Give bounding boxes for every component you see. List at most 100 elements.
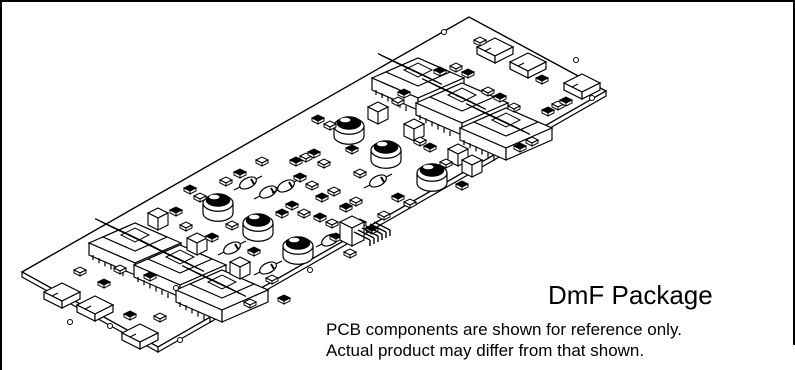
mounting-pad-icon <box>441 29 447 35</box>
smd-chip-icon <box>438 158 454 169</box>
smd-chip-icon <box>292 172 308 183</box>
mounting-pad-icon <box>573 57 579 63</box>
pcb-components <box>42 29 602 350</box>
smd-chip-icon <box>540 106 556 117</box>
smd-chip-icon <box>168 206 184 217</box>
smd-chip-icon <box>304 180 320 191</box>
smd-chip-icon <box>224 220 240 231</box>
block-capacitor-icon <box>146 207 170 231</box>
connector-icon <box>508 52 548 79</box>
smd-chip-icon <box>344 144 360 155</box>
smd-chip-icon <box>324 218 340 229</box>
smd-chip-icon <box>254 156 270 167</box>
smd-chip-icon <box>524 136 540 147</box>
smd-chip-icon <box>492 92 508 103</box>
pin-header-icon <box>338 215 391 247</box>
capacitor-icon <box>333 116 365 145</box>
smd-chip-icon <box>460 68 476 79</box>
mounting-pad-icon <box>589 95 595 101</box>
reference-note-line-2: Actual product may differ from that show… <box>326 341 645 360</box>
smd-chip-icon <box>448 62 464 73</box>
smd-chip-icon <box>412 136 428 147</box>
smd-chip-icon <box>284 200 300 211</box>
smd-chip-icon <box>204 232 220 243</box>
smd-chip-icon <box>312 212 328 223</box>
smd-chip-icon <box>326 186 342 197</box>
smd-chip-icon <box>288 156 304 167</box>
frame-top-edge <box>0 0 795 2</box>
smd-chip-icon <box>454 180 470 191</box>
capacitor-icon <box>416 163 448 192</box>
smd-chip-icon <box>152 312 168 323</box>
smd-chip-icon <box>534 74 550 85</box>
axial-component-icon <box>217 240 247 256</box>
smd-chip-icon <box>338 202 354 213</box>
capacitor-icon <box>282 236 314 265</box>
smd-chip-icon <box>96 278 112 289</box>
smd-chip-icon <box>310 114 326 125</box>
smd-chip-icon <box>232 168 248 179</box>
smd-chip-icon <box>274 208 290 219</box>
capacitor-icon <box>202 193 234 222</box>
frame-left-edge <box>0 0 2 370</box>
smd-chip-icon <box>472 36 488 47</box>
mounting-pad-icon <box>107 323 113 329</box>
block-capacitor-icon <box>228 256 252 280</box>
smd-chip-icon <box>314 192 330 203</box>
smd-chip-icon <box>322 120 338 131</box>
smd-chip-icon <box>316 158 332 169</box>
smd-chip-icon <box>402 198 418 209</box>
connector-icon <box>562 73 602 100</box>
mounting-pad-icon <box>177 337 183 343</box>
mounting-pad-icon <box>307 267 313 273</box>
smd-chip-icon <box>480 86 496 97</box>
smd-chip-icon <box>276 294 292 305</box>
smd-chip-icon <box>352 168 368 179</box>
smd-chip-icon <box>342 248 358 259</box>
smd-chip-icon <box>306 148 322 159</box>
smd-chip-icon <box>242 298 258 309</box>
axial-component-icon <box>233 175 263 191</box>
axial-component-icon <box>363 173 393 189</box>
smd-chip-icon <box>142 271 158 282</box>
package-title: DmF Package <box>548 280 713 310</box>
axial-component-icon <box>271 178 301 194</box>
smd-chip-icon <box>296 208 312 219</box>
connector-icon <box>42 282 82 309</box>
mounting-pad-icon <box>67 319 73 325</box>
connector-icon <box>120 323 160 350</box>
axial-component-icon <box>253 184 283 200</box>
block-capacitor-icon <box>185 232 209 256</box>
block-capacitor-icon <box>460 154 484 178</box>
mounting-pad-icon <box>173 285 179 291</box>
connector-icon <box>75 295 115 322</box>
smd-chip-icon <box>512 142 528 153</box>
smd-chip-icon <box>264 274 280 285</box>
smd-chip-icon <box>122 310 138 321</box>
smd-chip-icon <box>390 192 406 203</box>
capacitor-icon <box>370 140 402 169</box>
transformer-icon <box>414 78 510 136</box>
connector-icon <box>475 37 515 64</box>
frame-right-edge <box>793 0 795 345</box>
reference-note-line-1: PCB components are shown for reference o… <box>326 320 682 339</box>
smd-chip-icon <box>348 196 364 207</box>
transformer-icon <box>174 265 270 323</box>
smd-chip-icon <box>72 266 88 277</box>
smd-chip-icon <box>396 88 412 99</box>
smd-chip-icon <box>558 96 574 107</box>
smd-chip-icon <box>178 221 194 232</box>
smd-chip-icon <box>422 142 438 153</box>
smd-chip-icon <box>112 264 128 275</box>
block-capacitor-icon <box>402 118 426 142</box>
smd-chip-icon <box>390 96 406 107</box>
smd-chip-icon <box>192 192 208 203</box>
capacitor-icon <box>242 213 274 242</box>
smd-chip-icon <box>182 184 198 195</box>
block-capacitor-icon <box>366 101 390 125</box>
smd-chip-icon <box>432 66 448 77</box>
smd-chip-icon <box>376 210 392 221</box>
smd-chip-icon <box>246 246 262 257</box>
smd-chip-icon <box>218 176 234 187</box>
